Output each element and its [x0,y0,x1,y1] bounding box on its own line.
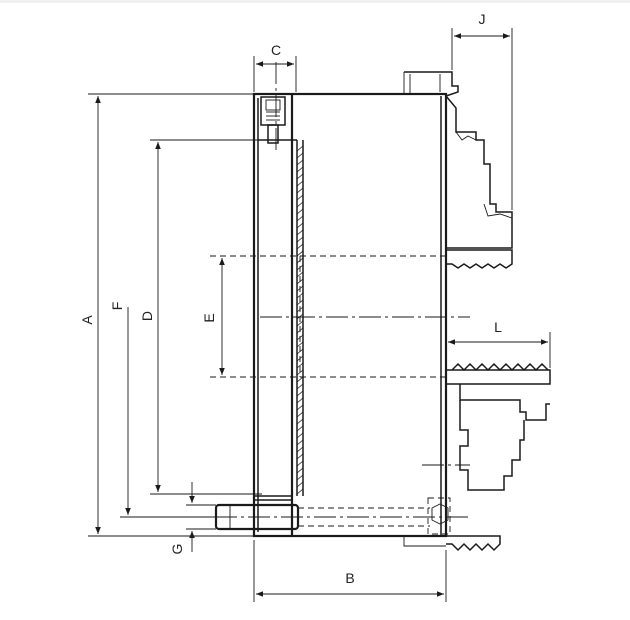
hatch-line [296,159,304,166]
hatch-line [296,208,304,215]
center-lines [182,62,470,518]
dimension-lines [95,33,548,597]
dimension-labels: A F D E G C J L B [79,11,502,586]
hatch-line [296,481,304,488]
hatch-line [296,432,304,439]
hatch-line [296,411,304,418]
hatch-line [296,446,304,453]
hatch-line [296,488,304,495]
hatch-line [296,250,304,257]
hatch-line [296,376,304,383]
extension-lines [88,28,551,602]
hatch-line [296,292,304,299]
hatch-line [296,460,304,467]
hatch-line [296,341,304,348]
label-A: A [79,315,95,325]
hatch-line [296,166,304,173]
hatch-line [296,152,304,159]
hatch-line [296,243,304,250]
chuck-body [252,92,448,538]
hatch-line [296,194,304,201]
hatch-line [296,236,304,243]
top-border [0,0,630,3]
hatch-line [296,362,304,369]
hatch-line [296,425,304,432]
top-jaw [403,71,513,269]
hatch-line [296,467,304,474]
hatch-line [296,201,304,208]
label-G: G [169,544,185,555]
hatch-line [296,439,304,446]
hatch-line [296,187,304,194]
hatch-line [296,229,304,236]
hatch-line [296,215,304,222]
hatch-line [296,397,304,404]
hatch-line [296,222,304,229]
label-C: C [271,42,281,58]
hatch-line [296,383,304,390]
hatch-line [296,271,304,278]
label-D: D [139,311,155,321]
bottom-bolt [214,497,451,535]
hatch-line [296,453,304,460]
hatch-line [296,474,304,481]
hatch-line [296,173,304,180]
label-E: E [201,313,217,322]
hatch-line [296,404,304,411]
hatch-line [296,180,304,187]
label-B: B [345,570,354,586]
hatch-line [296,145,304,152]
label-L: L [494,319,502,335]
hatch-line [296,390,304,397]
hatch-line [296,299,304,306]
label-J: J [479,11,486,27]
top-screw [260,96,286,144]
hatch-line [296,369,304,376]
label-F: F [109,302,125,311]
bottom-jaw [403,362,551,552]
hatch-line [296,418,304,425]
hatch-line [296,320,304,327]
